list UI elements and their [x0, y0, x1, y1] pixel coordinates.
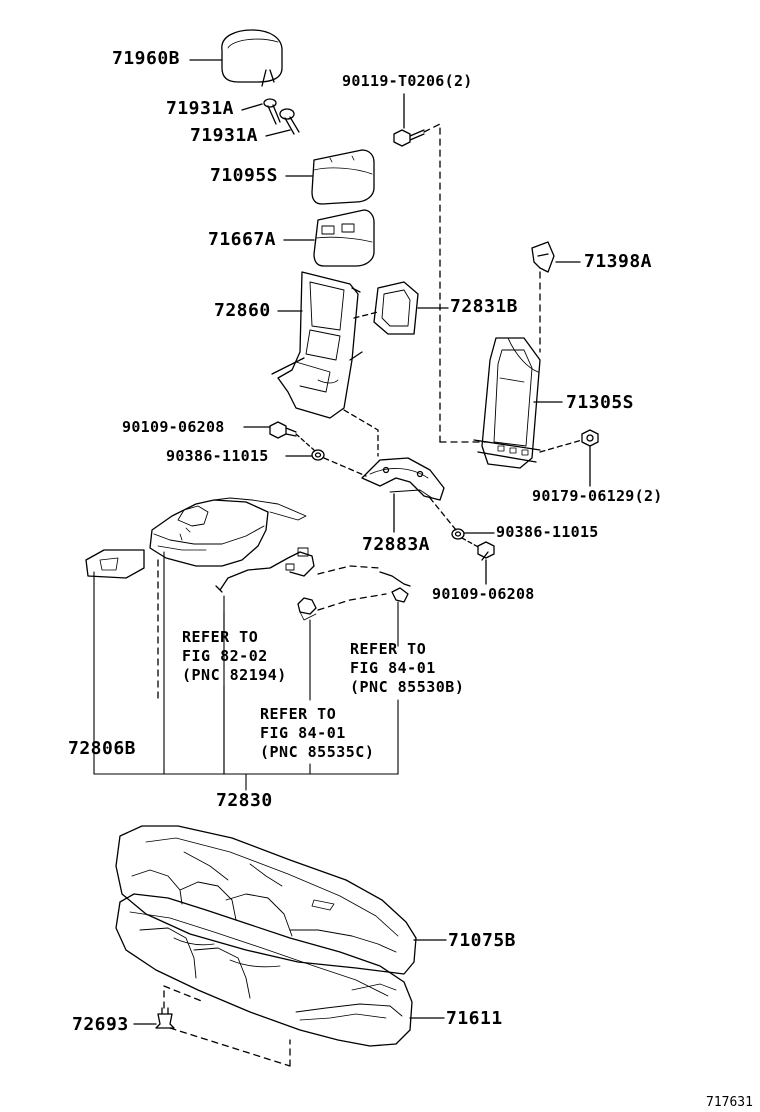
part-label-71095S: 71095S [210, 165, 279, 186]
dash-nut-lower [461, 537, 481, 549]
bolt-90109-upper-drawing [269, 421, 297, 439]
dash-clip-72693 [163, 985, 291, 1067]
part-label-71667A: 71667A [208, 229, 277, 250]
bezel-drawing [373, 281, 419, 335]
headrest-drawing [221, 29, 283, 87]
part-label-72830: 72830 [216, 790, 273, 811]
part-label-90386-11015-upper: 90386-11015 [166, 447, 269, 465]
bolt-90119-drawing [393, 129, 425, 147]
armrest-assembly-drawing [85, 497, 307, 579]
reference-note-line: (PNC 85530B) [350, 678, 465, 696]
dash-bezel [353, 311, 379, 319]
figure-id: 717631 [706, 1095, 753, 1110]
armrest-cover-drawing [311, 149, 375, 205]
seatback-cover-drawing [115, 825, 417, 975]
leader-71931A-1 [241, 103, 263, 111]
reference-note-line: FIG 84-01 [350, 659, 436, 677]
part-label-72693: 72693 [72, 1014, 129, 1035]
reference-note-line: FIG 82-02 [182, 647, 268, 665]
headrest-support-drawing [263, 98, 300, 135]
clip-71398A-drawing [531, 241, 555, 273]
reference-note-line: REFER TO [182, 628, 259, 646]
reference-note-line: REFER TO [260, 705, 337, 723]
part-label-90109-06208-upper: 90109-06208 [122, 418, 225, 436]
dash-frame-to-hinge [343, 409, 379, 457]
dash-bolt-upper [295, 433, 315, 451]
reference-note-line: (PNC 85535C) [260, 743, 375, 761]
part-label-90119-T0206: 90119-T0206(2) [342, 72, 473, 90]
seat-cushion-drawing [115, 893, 413, 1047]
reference-note-82-02: REFER TO FIG 82-02 (PNC 82194) [182, 628, 287, 685]
wiring-harness-drawing [215, 547, 411, 621]
nut-90386-lower-drawing [451, 528, 465, 540]
part-label-90179-06129: 90179-06129(2) [532, 487, 663, 505]
nut-90386-upper-drawing [311, 449, 325, 461]
part-label-71931A-lower: 71931A [190, 125, 259, 146]
nut-90179-drawing [581, 429, 599, 447]
clip-72693-drawing [155, 1007, 175, 1029]
part-label-71611: 71611 [446, 1008, 503, 1029]
part-label-90109-06208-lower: 90109-06208 [432, 585, 535, 603]
part-label-72806B: 72806B [68, 738, 137, 759]
part-label-72883A: 72883A [362, 534, 431, 555]
dash-nut-90179 [539, 439, 583, 453]
bolt-90109-lower-drawing [477, 541, 495, 561]
part-label-71398A: 71398A [584, 251, 653, 272]
part-label-72860: 72860 [214, 300, 271, 321]
hinge-72883A-drawing [361, 457, 445, 501]
armrest-pad-drawing [313, 209, 375, 267]
reference-note-line: (PNC 82194) [182, 666, 287, 684]
leader-71931A-2 [265, 129, 291, 137]
leader-tree-72830 [93, 551, 399, 791]
part-label-90386-11015-lower: 90386-11015 [496, 523, 599, 541]
reference-note-84-01-85535C: REFER TO FIG 84-01 (PNC 85535C) [260, 705, 374, 762]
reference-note-84-01-85530B: REFER TO FIG 84-01 (PNC 85530B) [350, 640, 464, 697]
part-label-71305S: 71305S [566, 392, 635, 413]
part-label-71931A-upper: 71931A [166, 98, 235, 119]
part-label-71075B: 71075B [448, 930, 517, 951]
part-label-72831B: 72831B [450, 296, 519, 317]
reference-note-line: REFER TO [350, 640, 427, 658]
part-label-71960B: 71960B [112, 48, 181, 69]
seatback-frame-drawing [473, 337, 541, 469]
dash-hinge-nut [429, 497, 457, 531]
dash-nut-upper [323, 457, 367, 477]
dash-bolt-90119 [423, 123, 441, 443]
armrest-frame-drawing [271, 271, 363, 419]
reference-note-line: FIG 84-01 [260, 724, 346, 742]
